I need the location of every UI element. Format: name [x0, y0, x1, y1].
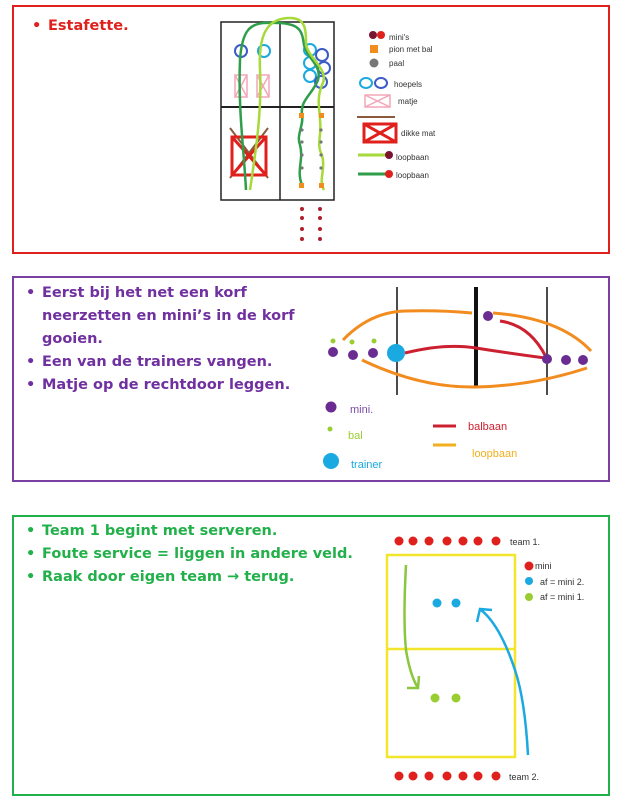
legend-matje: matje	[398, 97, 418, 106]
legend-team1: team 1.	[510, 537, 540, 547]
list-item: Matje op de rechtdoor leggen.	[24, 374, 324, 397]
section-estafette: Estafette.	[12, 5, 610, 254]
list-item: Een van de trainers vangen.	[24, 351, 324, 374]
list-item: Estafette.	[30, 15, 230, 38]
legend-balbaan: balbaan	[468, 421, 507, 433]
legend-loopbaan-2: loopbaan	[396, 171, 429, 180]
legend-pion: pion met bal	[389, 45, 433, 54]
legend-paal: paal	[389, 59, 404, 68]
bullet-list: Estafette.	[30, 15, 230, 38]
section-team: Team 1 begint met serveren. Foute servic…	[12, 515, 610, 796]
legend-bal: bal	[348, 430, 363, 442]
legend-trainer: trainer	[351, 459, 383, 471]
legend-hoepels: hoepels	[394, 80, 422, 89]
legend-af-mini1: af = mini 1.	[540, 592, 584, 602]
bullet-list: Team 1 begint met serveren. Foute servic…	[24, 520, 364, 589]
legend-mini: mini.	[350, 404, 373, 416]
legend-loopbaan: loopbaan	[472, 448, 517, 460]
legend-minis: mini's	[389, 33, 409, 42]
legend-mini: mini	[535, 561, 552, 571]
list-item: Team 1 begint met serveren.	[24, 520, 364, 543]
list-item: Raak door eigen team → terug.	[24, 566, 364, 589]
estafette-diagram: mini's pion met bal paal hoepels matje d…	[220, 16, 436, 241]
bullet-list: Eerst bij het net een korf neerzetten en…	[24, 282, 324, 397]
legend-team2: team 2.	[509, 772, 539, 782]
section-korf: Eerst bij het net een korf neerzetten en…	[12, 276, 610, 482]
list-item: Foute service = liggen in andere veld.	[24, 543, 364, 566]
legend-af-mini2: af = mini 2.	[540, 577, 584, 587]
volleyball-diagram: team 1. team 2. mini af = mini 2. af = m…	[385, 536, 584, 782]
korf-diagram: mini. bal trainer balbaan loopbaan	[323, 287, 593, 471]
legend-dikke-mat: dikke mat	[401, 129, 436, 138]
list-item: Eerst bij het net een korf neerzetten en…	[24, 282, 324, 351]
legend-loopbaan-1: loopbaan	[396, 153, 429, 162]
